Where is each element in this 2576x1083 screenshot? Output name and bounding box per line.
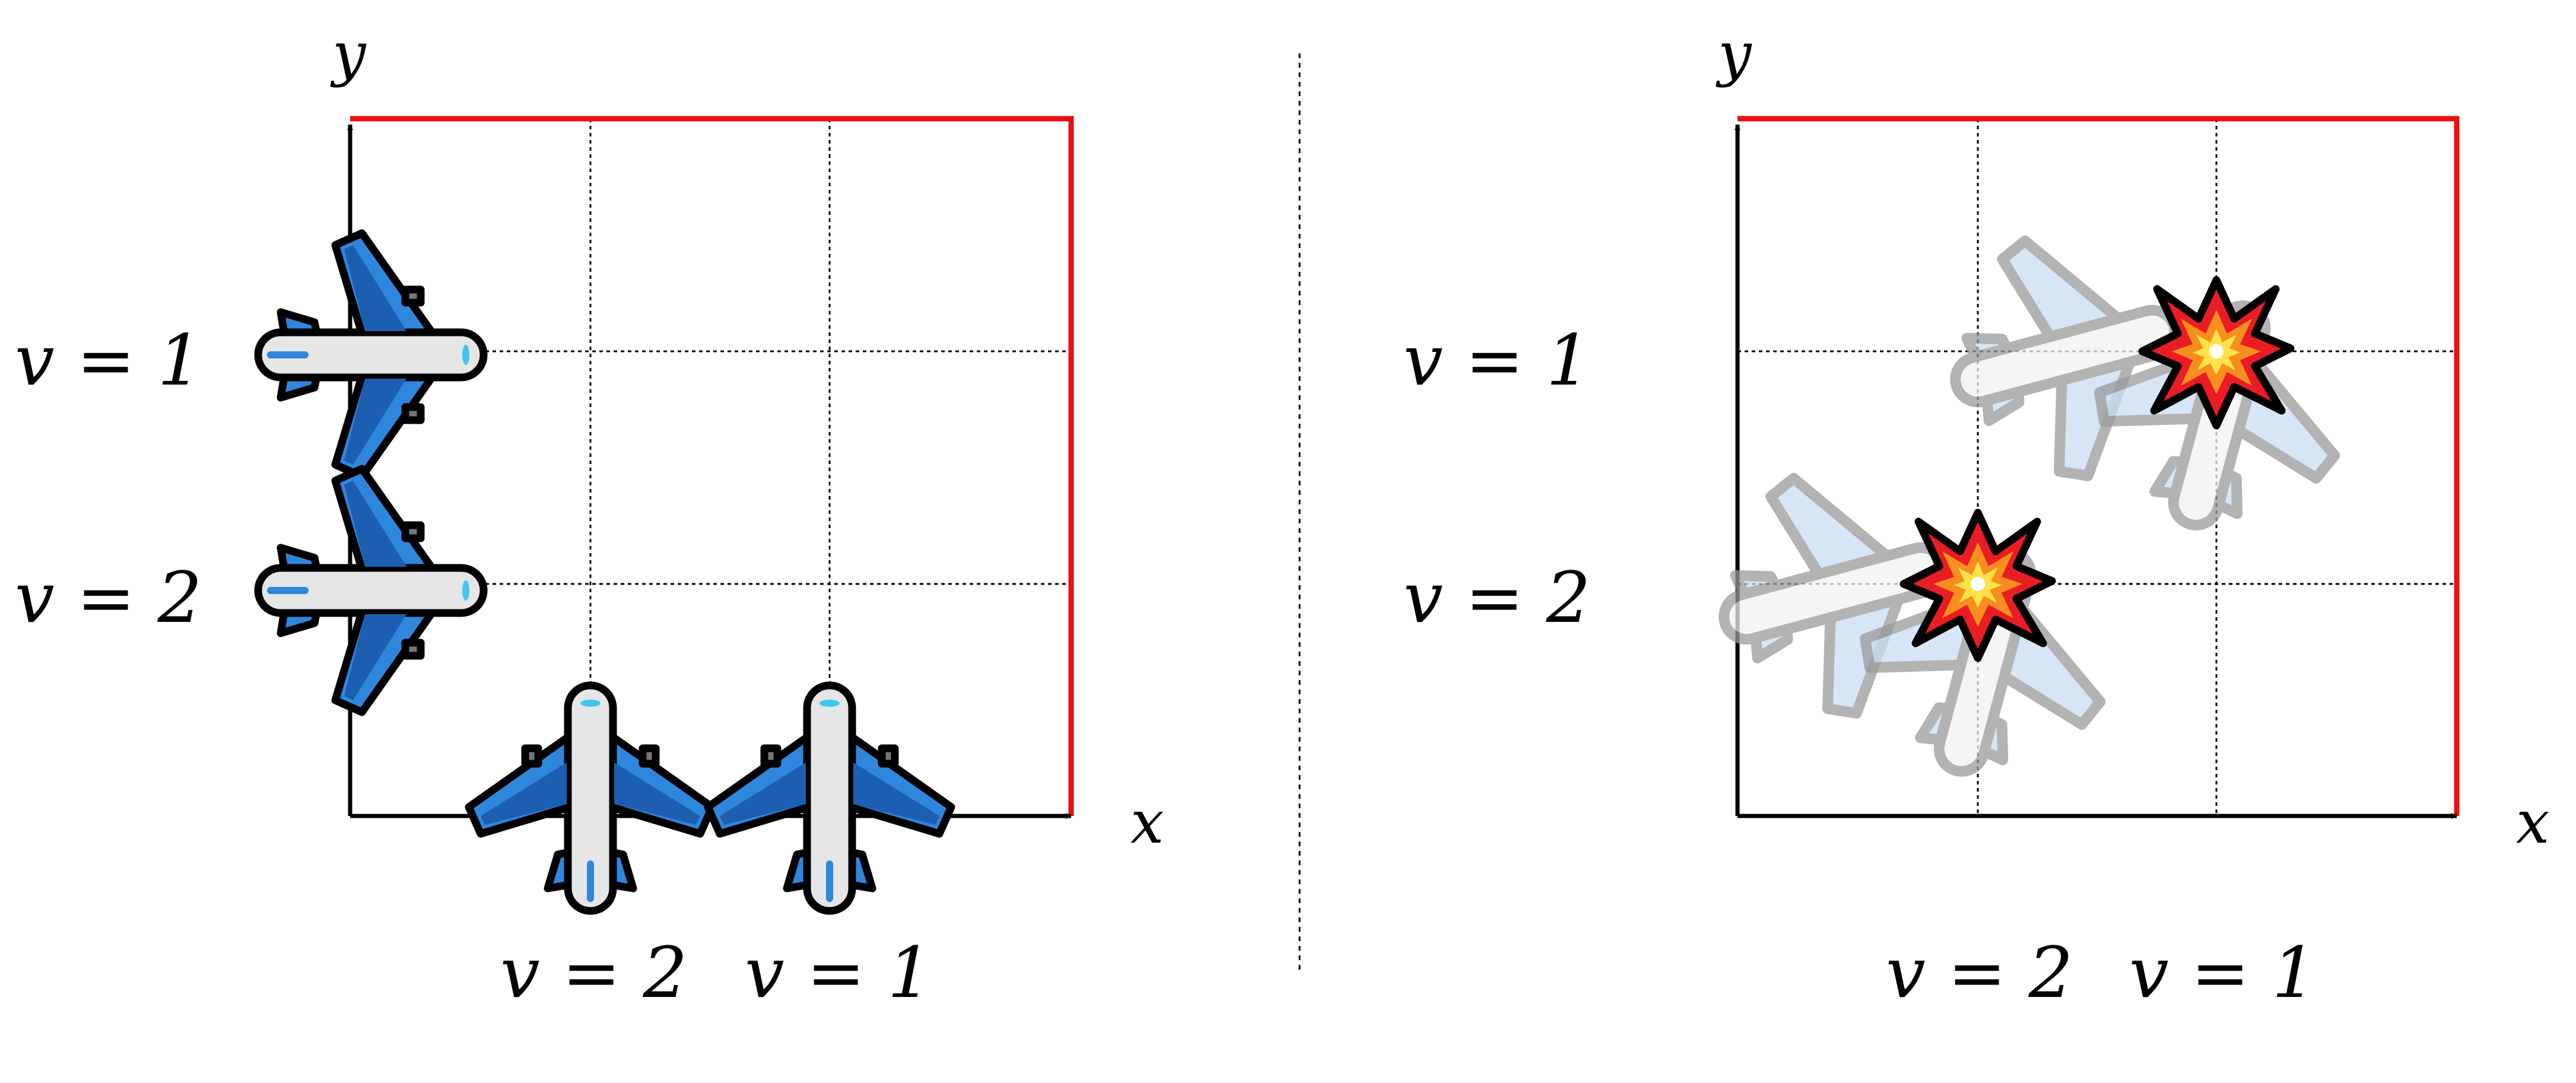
- right-row-label-2: v = 2: [1403, 557, 1591, 639]
- explosion-icon: [2142, 280, 2291, 425]
- airplane-icon: [708, 685, 951, 911]
- left-col-label-1: v = 2: [500, 932, 688, 1014]
- right-col-label-1: v = 2: [1886, 932, 2073, 1014]
- right-panel: y x v = 1 v = 2 v = 2 v = 1: [1403, 19, 2549, 1014]
- airplane-icon: [469, 685, 712, 911]
- left-col-label-2: v = 1: [745, 932, 932, 1014]
- left-x-axis-label: x: [1130, 787, 1164, 857]
- left-row-label-1: v = 1: [15, 319, 202, 401]
- airplane-icon: [258, 469, 484, 712]
- right-boundary: [1738, 116, 2460, 816]
- left-boundary: [350, 116, 1074, 816]
- right-y-axis-label: y: [1716, 19, 1752, 88]
- explosion-icon: [1904, 513, 2052, 658]
- right-row-label-1: v = 1: [1403, 319, 1591, 401]
- left-panel: y x v = 1 v = 2 v = 2 v = 1: [15, 19, 1164, 1014]
- left-y-axis-label: y: [330, 19, 367, 88]
- right-col-label-2: v = 1: [2129, 932, 2317, 1014]
- airplane-icon: [258, 233, 484, 477]
- right-x-axis-label: x: [2516, 787, 2549, 857]
- left-row-label-2: v = 2: [15, 557, 202, 639]
- left-grid: [350, 119, 1071, 816]
